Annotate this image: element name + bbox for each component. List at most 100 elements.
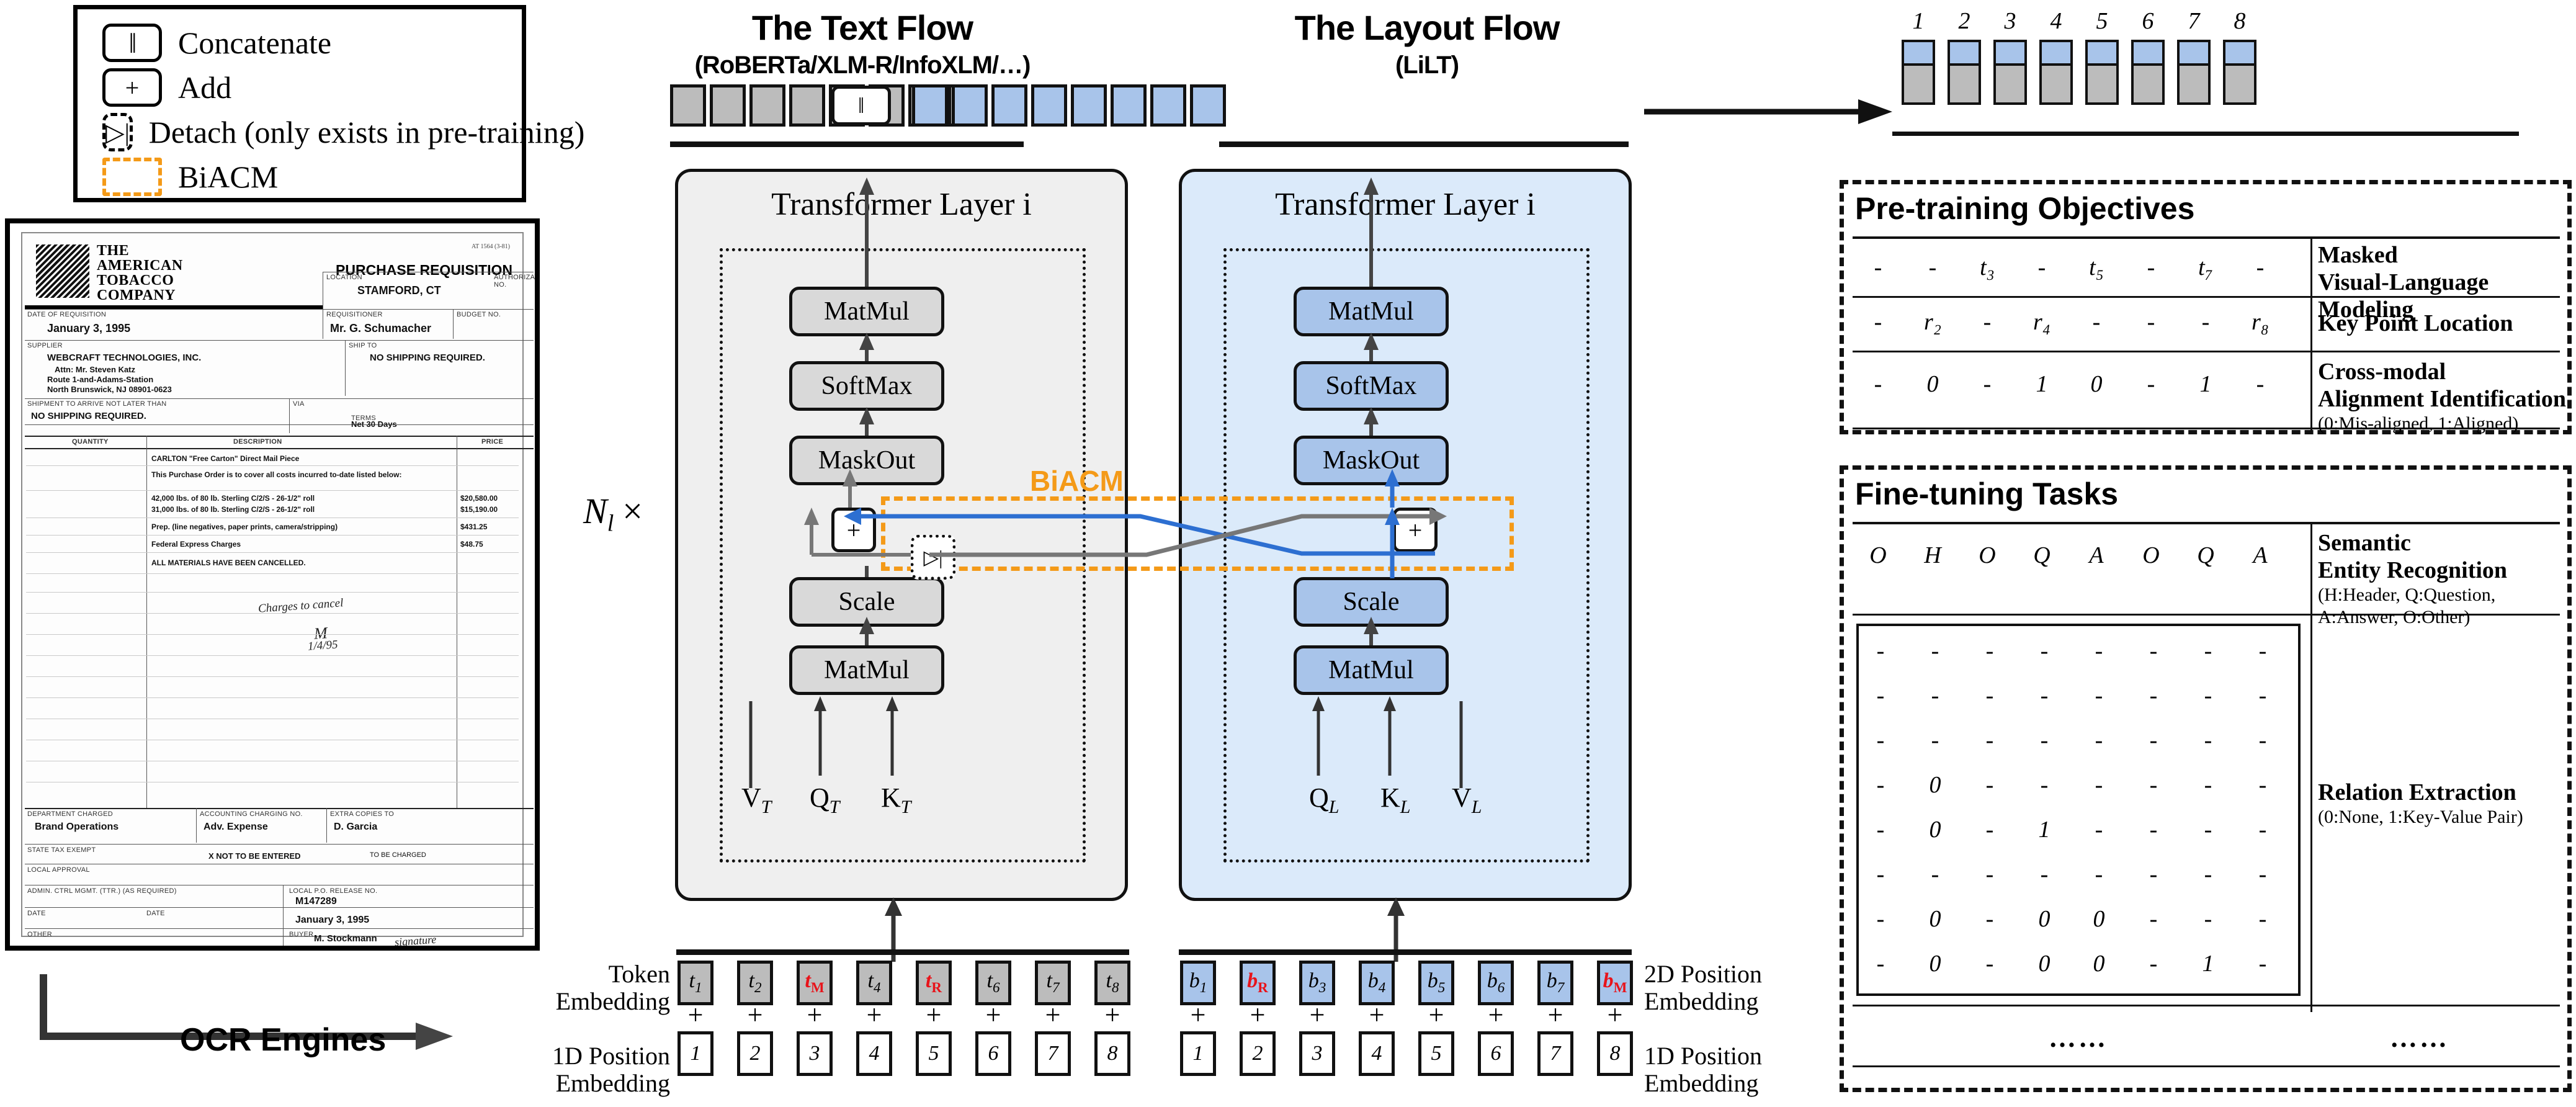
bar-segment-text (2131, 63, 2165, 105)
ellipsis-right: …… (2390, 1023, 2449, 1053)
finetuning-title: Fine-tuning Tasks (1855, 477, 2119, 511)
position-embedding-box: 1 (678, 1031, 713, 1076)
pretraining-cell: 0 (2090, 371, 2103, 397)
relation-cell: - (1931, 638, 1939, 664)
position-embedding-box: 6 (975, 1031, 1011, 1076)
relation-cell: - (2095, 683, 2103, 709)
relation-cell: - (2149, 772, 2158, 798)
pretraining-cell: - (1874, 254, 1882, 280)
document-form: THE AMERICAN TOBACCO COMPANY AT 1564 (3-… (21, 232, 535, 946)
relation-cell: - (2149, 861, 2158, 887)
layout-flow-title-group: The Layout Flow (LiLT) (1235, 7, 1619, 79)
relation-cell: - (1985, 683, 1994, 709)
legend-item-detach: ▷| Detach (only exists in pre-training) (102, 110, 584, 155)
repeat-label: Nl× (583, 491, 643, 537)
text-layer-title: Transformer Layer i (771, 187, 1032, 222)
relation-cell: - (2258, 817, 2267, 843)
position-embedding-box: 1 (1180, 1031, 1216, 1076)
form-title: PURCHASE REQUISITION (336, 262, 512, 278)
relation-cell: - (1876, 951, 1885, 977)
token-embedding-label: Token Embedding (555, 960, 670, 1015)
relation-cell: - (1876, 727, 1885, 753)
output-token-layout (912, 84, 948, 127)
legend-label-concatenate: Concatenate (178, 25, 332, 60)
output-token-layout (1071, 84, 1107, 127)
text-flow-title-group: The Text Flow (RoBERTa/XLM-R/InfoXLM/…) (670, 7, 1055, 79)
relation-cell: - (2204, 817, 2212, 843)
bar-label-7: 7 (2188, 8, 2200, 34)
bar-segment-text (1902, 63, 1935, 105)
relation-cell: 0 (2093, 906, 2105, 932)
relation-cell: - (2040, 683, 2049, 709)
pretraining-cell: - (2092, 309, 2101, 335)
biacm-wires (804, 469, 1447, 578)
position-embedding-box: 7 (1035, 1031, 1071, 1076)
detach-icon: ▷| (102, 113, 133, 151)
field-value-m-number: M147289 (295, 896, 337, 907)
position-embedding-box: 2 (1240, 1031, 1276, 1076)
pretraining-row-name-2: Cross-modal Alignment Identification (0:… (2318, 359, 2567, 434)
plus-sign: + (1309, 1000, 1325, 1030)
text-token-embedding-box: t4 (856, 961, 892, 1005)
relation-cell: - (1985, 951, 1994, 977)
field-label-copies: EXTRA COPIES TO (330, 810, 395, 818)
plus-sign: + (807, 1000, 823, 1030)
field-label-shipto: SHIP TO (349, 342, 377, 349)
relation-cell: - (2040, 861, 2049, 887)
layout-op-maskout: MaskOut (1294, 436, 1449, 485)
relation-cell: 0 (2093, 951, 2105, 977)
output-token-layout (1031, 84, 1067, 127)
pretraining-row-name-0: Masked Visual-Language Modeling (2318, 242, 2489, 323)
position-embedding-box: 7 (1537, 1031, 1573, 1076)
field-label-date-req: DATE OF REQUISITION (27, 311, 107, 318)
relation-cell: - (2149, 683, 2158, 709)
flow-arrows (859, 177, 1379, 645)
field-label-release: LOCAL P.O. RELEASE NO. (289, 887, 378, 895)
pretraining-cell: 1 (2199, 371, 2212, 397)
relation-cell: 0 (1929, 951, 1941, 977)
plus-sign: + (1045, 1000, 1061, 1030)
relation-cell: - (1931, 727, 1939, 753)
relation-cell: - (2149, 817, 2158, 843)
concatenate-icon: ‖ (102, 24, 162, 62)
text-op-matmul-bottom: MatMul (789, 645, 944, 695)
table-cell-price: $431.25 (460, 522, 488, 531)
field-value-checkbox: X NOT TO BE ENTERED (208, 851, 301, 861)
relation-cell: - (2095, 817, 2103, 843)
bar-segment-layout (2223, 40, 2256, 66)
pretraining-cell: t₇ (2198, 254, 2213, 280)
text-flow-title: The Text Flow (751, 8, 973, 47)
pretraining-cell: - (2037, 254, 2046, 280)
field-label-supplier: SUPPLIER (27, 342, 63, 349)
text-token-embedding-box: t1 (678, 961, 713, 1005)
field-label-location: LOCATION (326, 274, 362, 281)
relation-cell: - (1985, 772, 1994, 798)
table-cell-price: $48.75 (460, 540, 483, 549)
form-number: AT 1564 (3-81) (471, 243, 510, 250)
field-value-shipto: NO SHIPPING REQUIRED. (370, 352, 485, 363)
pos1d-embedding-label-right: 1D Position Embedding (1644, 1042, 1763, 1097)
field-value-requisitioner: Mr. G. Schumacher (330, 322, 432, 334)
relation-cell: - (2095, 861, 2103, 887)
output-token-layout (991, 84, 1027, 127)
output-token-text (670, 84, 706, 127)
relation-cell: - (2040, 727, 2049, 753)
position-embedding-box: 2 (737, 1031, 773, 1076)
field-label-terms: VIA (293, 400, 305, 408)
bar-segment-layout (2131, 40, 2165, 66)
output-token-row: ‖ (664, 81, 1632, 149)
relation-cell: - (2258, 727, 2267, 753)
pretraining-objectives-panel: Pre-training Objectives --t₃-t₅-t₇--r₂-r… (1840, 180, 2572, 434)
biacm-label: BiACM (1030, 465, 1124, 497)
relation-cell: 0 (1929, 772, 1941, 798)
handwriting-date: 1/4/95 (307, 638, 339, 653)
ocr-engines-group: OCR Engines (37, 968, 496, 1080)
relation-cell: - (2204, 861, 2212, 887)
relation-cell: - (2040, 772, 2049, 798)
table-header-price: PRICE (481, 438, 504, 446)
layout-token-embedding-box: bR (1240, 961, 1276, 1005)
table-cell-price: $20,580.00 (460, 494, 498, 503)
field-label-other: OTHER (27, 931, 52, 938)
